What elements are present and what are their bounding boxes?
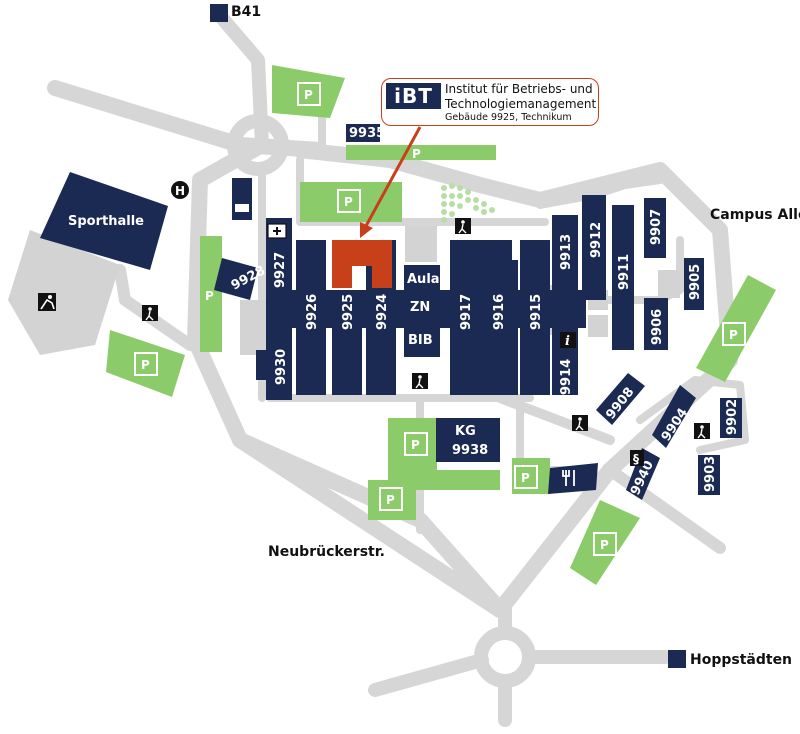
label-sporthalle: Sporthalle [68,214,144,229]
parking-label: P [521,471,530,485]
ibt-logo: iBT [386,83,441,109]
label-aula: Aula [407,272,440,287]
parking-label: P [141,358,150,372]
label-9917: 9917 [459,294,474,330]
label-9924: 9924 [375,294,390,330]
street-neubruecker: Neubrückerstr. [268,544,385,560]
bus-stop-icon [171,181,189,199]
building-9940 [626,448,660,500]
label-9926: 9926 [305,294,320,330]
parking-label: P [304,88,313,102]
parking-east [696,275,776,382]
label-9930: 9930 [274,349,289,385]
label-9906: 9906 [650,309,665,345]
callout-arrow [360,126,422,238]
building-9913 [552,215,578,395]
building-dorm [232,178,252,220]
building-9925-lower [332,290,362,395]
parking-label: P [600,538,609,552]
parking-label: P [386,493,395,507]
label-9911: 9911 [617,254,632,290]
building-sporthalle [40,172,168,270]
label-9907: 9907 [649,209,664,245]
street-campus-allee: Campus Allee [710,207,800,223]
building-aula [404,265,440,357]
building-9935 [346,124,380,142]
map-text: B41 Hoppstädten Campus Allee Neubrückers… [231,4,800,668]
building-9930-annex [256,350,268,380]
parking-label: P [729,328,738,342]
parking-center-south [388,418,500,490]
exit-b41-label: B41 [231,4,261,20]
label-zn: ZN [410,300,430,315]
building-9903 [698,455,720,495]
label-9925: 9925 [341,294,356,330]
label-9905: 9905 [688,264,703,300]
callout-line2: Technologiemanagement [445,97,597,111]
label-9927: 9927 [273,252,288,288]
callout-line1: Institut für Betriebs- und [445,82,593,96]
parking-label: P [205,289,214,303]
building-9907 [644,198,666,258]
building-9926 [296,240,326,395]
parking-label: P [412,147,421,161]
building-9902 [720,398,742,438]
label-9903: 9903 [703,456,718,492]
buildings [40,4,742,668]
exit-marker-hoppstaedten [668,650,686,668]
building-9904 [652,385,696,448]
institute-callout: iBT Institut für Betriebs- und Technolog… [381,78,599,126]
parking-south [368,480,416,520]
callout-line3: Gebäude 9925, Technikum [445,112,572,123]
building-9905 [684,258,704,310]
svg-text:i: i [565,334,570,349]
label-kg: KG [455,424,476,439]
building-9908 [596,373,645,425]
building-9925-highlight [332,240,392,288]
grey-areas [8,226,680,355]
dotted-area [441,183,495,223]
parking-signs: P P P P P P P P P P [134,82,746,556]
legal-icon [630,450,644,466]
label-9935: 9935 [349,126,385,141]
building-9911 [612,205,634,350]
parking-label: P [344,195,353,209]
exit-marker-b41 [210,4,228,22]
label-9915: 9915 [529,294,544,330]
restaurant-icon [562,470,575,486]
info-icon [560,332,576,348]
svg-text:§: § [633,452,639,466]
parking-southeast [570,500,640,585]
building-9912 [582,195,606,300]
label-bib: BIB [408,333,433,348]
building-9915 [520,240,550,395]
parking-strip-north [346,145,496,160]
parking-west-strip [200,236,222,352]
building-mensa [548,463,598,494]
parking-west [106,330,185,397]
label-9914: 9914 [559,359,574,395]
building-9906 [644,298,668,350]
map-icons: H i § [38,181,710,486]
parking-areas [106,65,776,585]
label-9912: 9912 [589,222,604,258]
building-9917-9916 [450,240,518,395]
parking-label: P [411,438,420,452]
parking-north [272,65,345,118]
label-kg-9938: 9938 [452,443,488,458]
exit-hoppstaedten-label: Hoppstädten [690,652,792,668]
bus-stop-label: H [175,184,185,198]
building-kg-9938 [436,418,500,462]
bed-icon [235,204,249,212]
facility-labels: Sporthalle Aula ZN BIB KG 9938 [68,214,488,458]
label-9916: 9916 [492,294,507,330]
label-9913: 9913 [559,234,574,270]
building-9928 [214,258,258,300]
label-9902: 9902 [725,399,740,435]
